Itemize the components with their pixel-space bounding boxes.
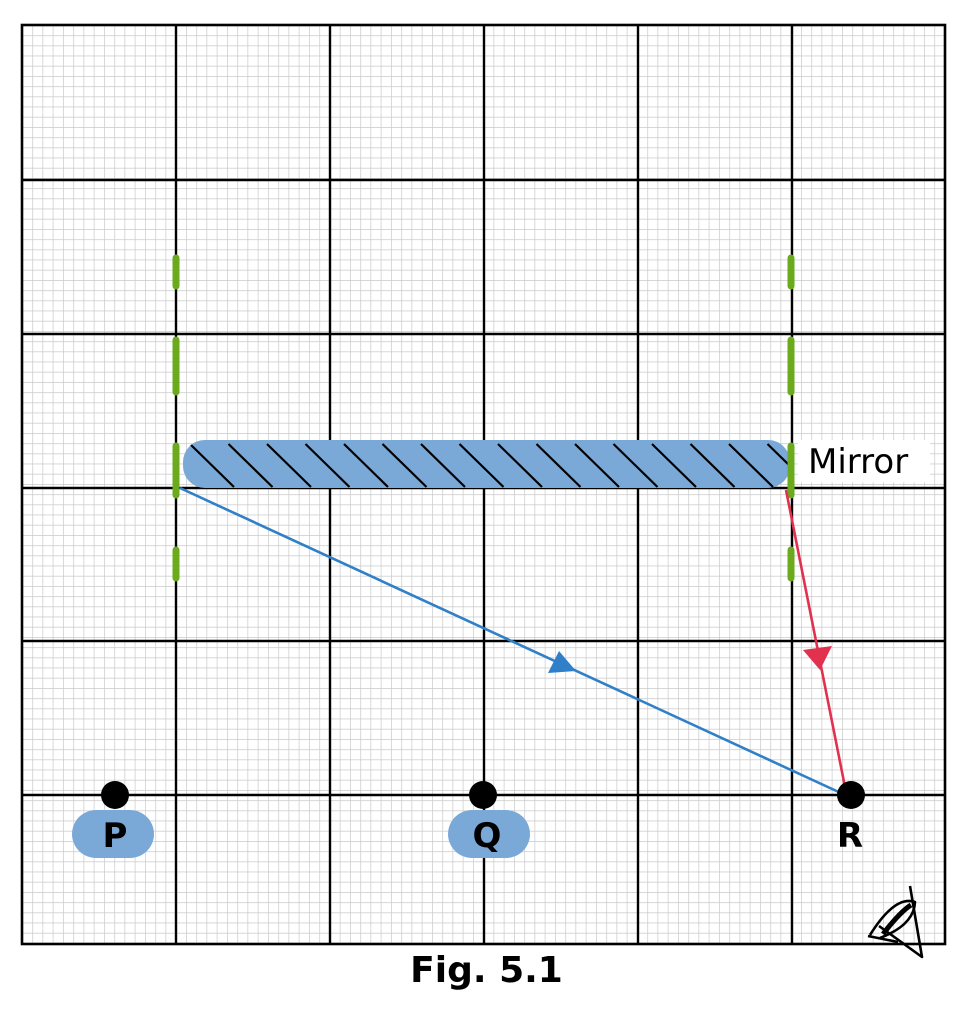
mirror-hatch-line [343, 443, 389, 488]
mirror-hatch-line [689, 443, 736, 488]
mirror-label: Mirror [808, 442, 908, 482]
point-p-dot [101, 781, 129, 809]
point-q-highlight [448, 810, 530, 858]
grid-border [20, 23, 947, 946]
point-p-label: P [103, 816, 128, 856]
point-p-highlight [72, 810, 154, 858]
mirror-hatch-line [304, 443, 351, 488]
mirror-hatch-line [535, 443, 582, 488]
mirror-hatch-line [574, 443, 620, 488]
mirror-bar [183, 440, 790, 488]
point-q-label: Q [473, 816, 502, 856]
mirror-hatch-line [651, 443, 697, 488]
mirror-hatch-line [227, 443, 274, 488]
mirror-hatch-line [189, 443, 235, 488]
mirror-hatch-line [266, 443, 312, 488]
blue-ray-arrowhead [548, 651, 576, 673]
red-ray-arrowhead [803, 646, 832, 670]
point-r-dot [837, 781, 865, 809]
blue-ray [179, 486, 844, 796]
mirror-hatch-line [381, 443, 428, 488]
figure-caption: Fig. 5.1 [410, 950, 563, 991]
mirror-hatch-line [420, 443, 466, 488]
mirror-hatch-line [728, 443, 774, 488]
mirror-label-bg [798, 440, 930, 482]
mirror [183, 440, 790, 488]
mirror-hatch-line [612, 443, 659, 488]
point-r-label: R [837, 816, 863, 856]
point-q-dot [469, 781, 497, 809]
red-ray [784, 489, 847, 788]
mirror-hatch-line [497, 443, 543, 488]
eye-icon [867, 885, 924, 959]
mirror-hatching [189, 443, 790, 488]
mirror-hatch-line [458, 443, 505, 488]
